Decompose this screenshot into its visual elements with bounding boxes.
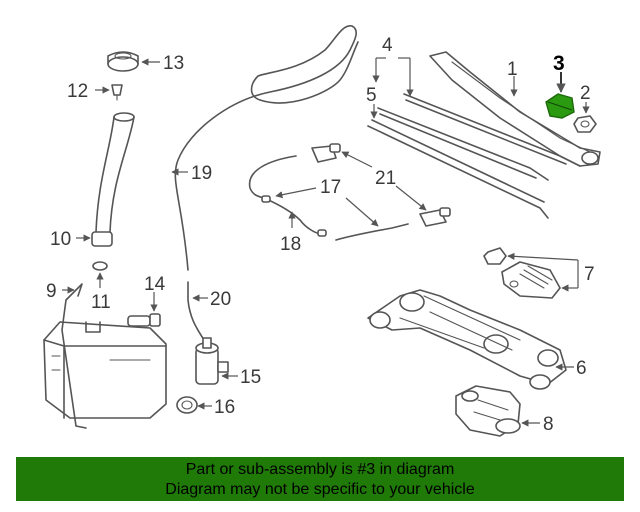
part-10-filler-neck[interactable] [91,112,135,247]
callout-20[interactable]: 20 [210,289,231,310]
part-18-nozzle-hose[interactable] [261,195,327,237]
callout-4[interactable]: 4 [382,35,393,56]
part-13-cap[interactable] [107,51,139,72]
part-2-nut[interactable] [573,115,597,133]
callout-16[interactable]: 16 [214,397,235,418]
callout-15[interactable]: 15 [240,367,261,388]
banner-line-1: Part or sub-assembly is #3 in diagram [185,461,455,478]
part-6-wiper-linkage[interactable] [367,289,567,390]
callout-2[interactable]: 2 [580,83,591,104]
part-1-wiper-arm[interactable] [429,51,601,167]
part-19-hose[interactable] [174,25,359,271]
callout-10[interactable]: 10 [50,229,71,250]
callout-13[interactable]: 13 [163,53,184,74]
callout-18[interactable]: 18 [280,234,301,255]
leader-7a [507,252,579,261]
leader-17a [275,187,317,199]
part-12-clip[interactable] [111,84,123,101]
callout-19[interactable]: 19 [191,163,212,184]
part-9-washer-reservoir[interactable] [43,283,167,429]
part-5-wiper-blade[interactable] [367,119,549,219]
part-21-washer-nozzle[interactable] [311,143,451,227]
parts-diagram: 13 12 10 11 9 14 19 20 [43,25,601,437]
part-7-pivot-bracket[interactable] [483,247,561,299]
part-15-washer-pump[interactable] [195,337,229,385]
info-banner: Part or sub-assembly is #3 in diagram Di… [16,457,624,501]
callout-7[interactable]: 7 [584,264,595,285]
part-20-hose[interactable] [187,281,205,341]
part-14-level-sensor[interactable] [127,313,161,327]
banner-line-2: Diagram may not be specific to your vehi… [165,481,475,498]
callout-12[interactable]: 12 [67,81,88,102]
part-3-arm-cover[interactable] [545,93,575,119]
callout-8[interactable]: 8 [543,414,554,435]
callout-3[interactable]: 3 [553,52,565,75]
callout-9[interactable]: 9 [46,281,57,302]
callout-5[interactable]: 5 [366,85,377,106]
callout-21[interactable]: 21 [375,168,396,189]
callout-14[interactable]: 14 [144,274,166,295]
callout-6[interactable]: 6 [576,358,587,379]
leader-17b [345,197,379,227]
leader-21a [341,151,373,168]
part-16-grommet[interactable] [176,396,198,414]
callout-1[interactable]: 1 [507,59,518,80]
callout-11[interactable]: 11 [91,292,111,313]
leader-21b [395,185,427,211]
part-11-gasket[interactable] [92,261,108,271]
part-8-wiper-motor[interactable] [455,385,521,437]
callout-17[interactable]: 17 [320,177,341,198]
